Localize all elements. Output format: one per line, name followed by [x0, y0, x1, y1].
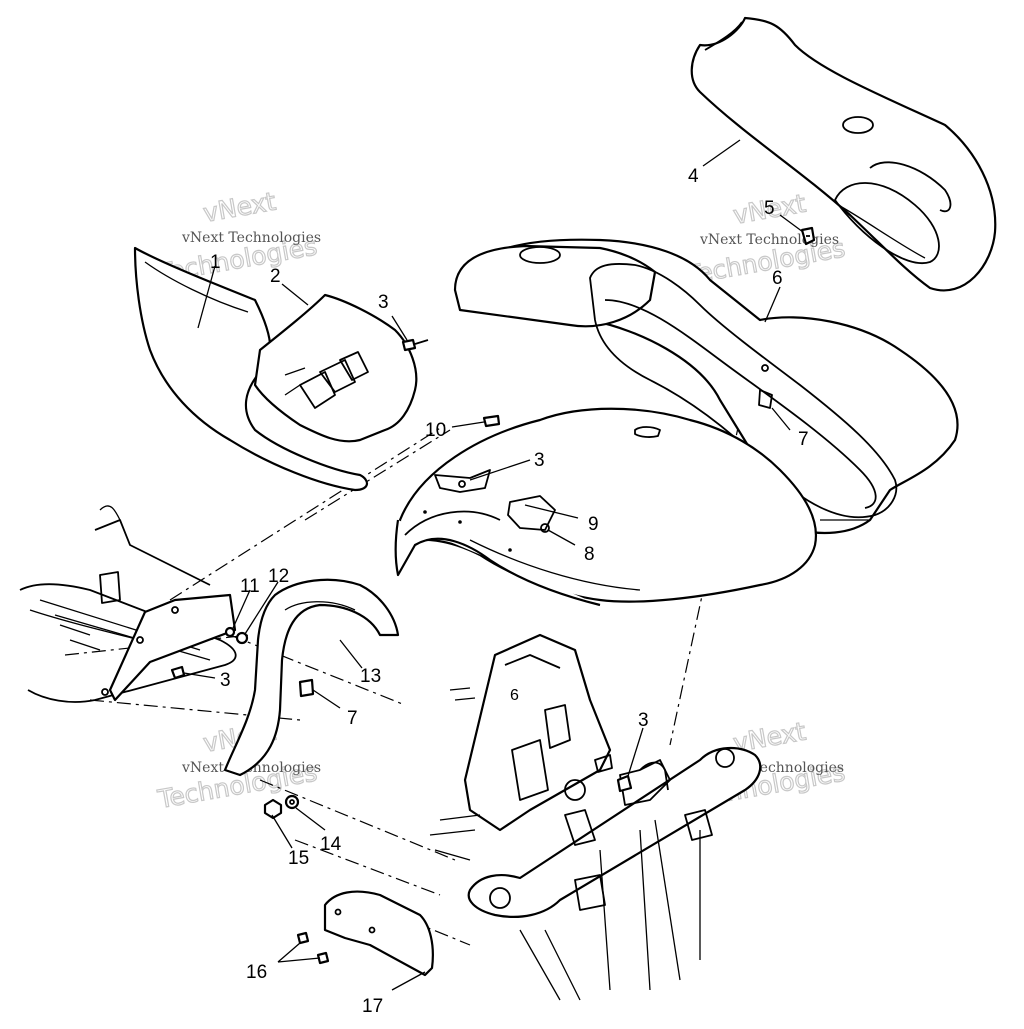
rear-fender-assembly [394, 407, 818, 607]
part-11-nut [224, 626, 236, 638]
callout-3: 3 [378, 292, 389, 313]
callout-3: 3 [220, 670, 231, 691]
mount-bracket [101, 593, 237, 702]
frame-stamp: 6 [510, 687, 519, 704]
main-frame: 6 [429, 633, 762, 1001]
part-4-seat-cover [690, 16, 997, 292]
callout-1: 1 [210, 252, 221, 273]
part-6-front-body [453, 238, 959, 535]
callout-3: 3 [534, 450, 545, 471]
callout-5: 5 [764, 198, 775, 219]
callout-13: 13 [360, 666, 381, 687]
part-1-inner-panel [133, 246, 368, 492]
callout-2: 2 [270, 266, 281, 287]
part-12-washer [235, 631, 249, 645]
callout-3: 3 [638, 710, 649, 731]
callout-8: 8 [584, 544, 595, 565]
callout-4: 4 [688, 166, 699, 187]
leader-lines [183, 139, 804, 991]
part-2-floor-panel [253, 293, 418, 443]
watermark-caption: vNext Technologies [699, 232, 839, 248]
callout-11: 11 [240, 576, 260, 597]
part-15-nut [263, 798, 283, 820]
part-13-fender-flare [223, 578, 400, 777]
callout-7: 7 [798, 429, 809, 450]
watermark-caption: vNext Technologies [181, 230, 321, 246]
part-16-screws [296, 931, 330, 965]
callout-15: 15 [288, 848, 309, 869]
part-10-bolt [482, 414, 501, 428]
callout-17: 17 [362, 996, 383, 1017]
callout-labels: 1 2 3 4 5 6 7 10 3 9 8 11 12 3 13 7 3 14… [210, 166, 809, 1017]
part-3-screw-top [401, 338, 429, 352]
callout-14: 14 [320, 834, 342, 855]
part-17-rear-guard [323, 890, 434, 977]
callout-10: 10 [425, 420, 446, 441]
part-5-push-rivet [800, 226, 816, 246]
callout-12: 12 [268, 566, 289, 587]
watermark-line1: vNext [201, 187, 278, 228]
part-3-screw-left [170, 665, 186, 680]
callout-7: 7 [347, 708, 358, 729]
callout-16: 16 [246, 962, 267, 983]
part-7-clip-lower [298, 678, 315, 698]
part-3-screw-frame [616, 774, 633, 793]
callout-6: 6 [772, 268, 783, 289]
part-14-washer [284, 794, 300, 810]
callout-9: 9 [588, 514, 599, 535]
